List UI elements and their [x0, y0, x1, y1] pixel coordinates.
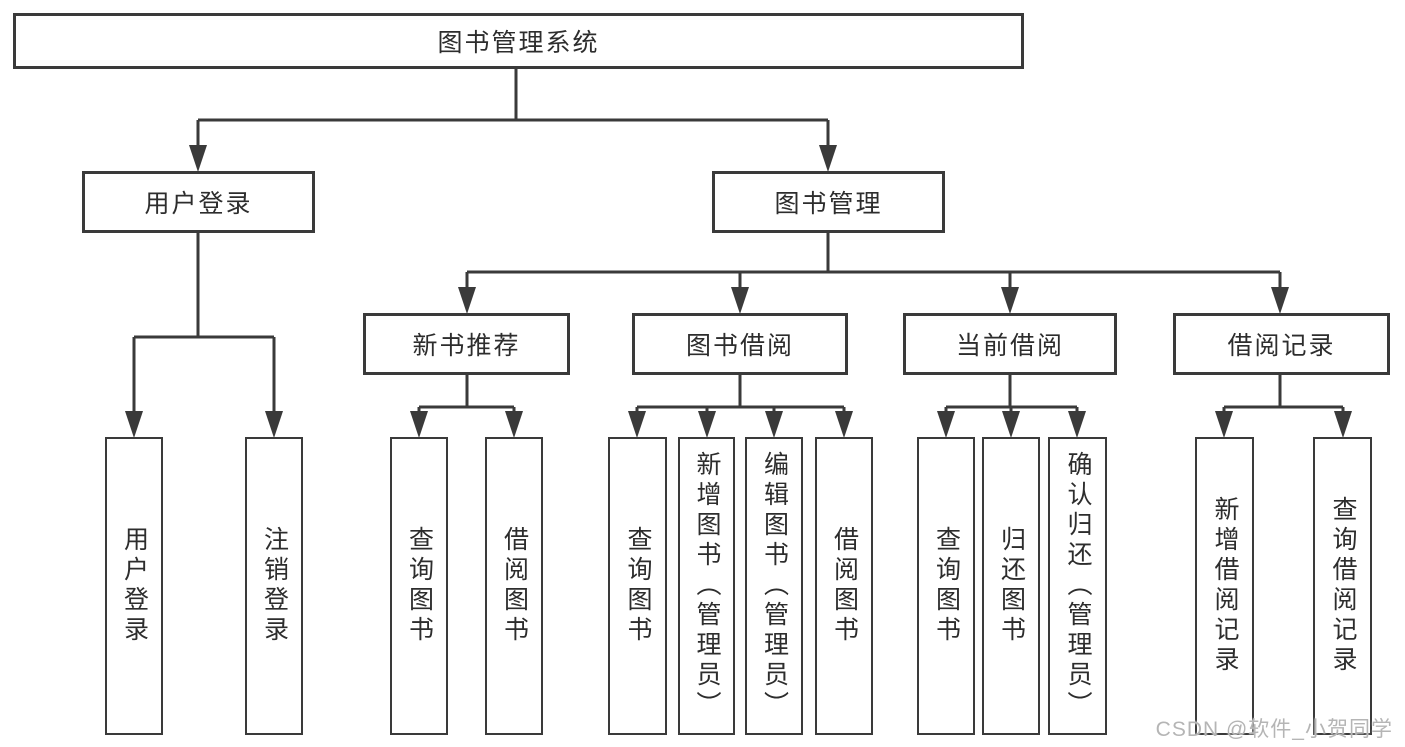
leaf-user-login-label: 用户登录: [120, 526, 149, 646]
leaf-borrow-books-recommend-label: 借阅图书: [500, 526, 529, 646]
node-borrow-records: 借阅记录: [1173, 313, 1390, 375]
csdn-watermark: CSDN @软件_小贺同学: [1155, 718, 1393, 741]
leaf-add-book-admin: 新增图书（管理员）: [678, 437, 735, 735]
leaf-query-books-current-label: 查询图书: [932, 526, 961, 646]
node-book-management-label: 图书管理: [774, 190, 883, 218]
leaf-add-borrow-record: 新增借阅记录: [1195, 437, 1254, 735]
leaf-borrow-books-recommend: 借阅图书: [485, 437, 543, 735]
node-current-borrow-label: 当前借阅: [955, 332, 1064, 360]
leaf-logout-label: 注销登录: [260, 526, 289, 646]
node-user-login: 用户登录: [82, 171, 315, 233]
leaf-borrow-books: 借阅图书: [815, 437, 873, 735]
leaf-edit-book-admin-label: 编辑图书（管理员）: [760, 451, 789, 721]
leaf-logout: 注销登录: [245, 437, 303, 735]
node-new-book-recommend-label: 新书推荐: [412, 332, 521, 360]
leaf-query-borrow-record-label: 查询借阅记录: [1329, 496, 1357, 676]
leaf-add-book-admin-label: 新增图书（管理员）: [693, 451, 721, 721]
leaf-edit-book-admin: 编辑图书（管理员）: [745, 437, 803, 735]
leaf-borrow-books-label: 借阅图书: [830, 526, 859, 646]
node-book-borrow-label: 图书借阅: [685, 332, 794, 360]
leaf-return-books-label: 归还图书: [997, 526, 1026, 646]
leaf-query-books-recommend: 查询图书: [390, 437, 448, 735]
leaf-query-books-current: 查询图书: [917, 437, 975, 735]
leaf-confirm-return-admin-label: 确认归还（管理员）: [1064, 451, 1092, 721]
node-book-management: 图书管理: [712, 171, 945, 233]
node-book-borrow: 图书借阅: [632, 313, 848, 375]
node-current-borrow: 当前借阅: [903, 313, 1117, 375]
leaf-user-login: 用户登录: [105, 437, 163, 735]
node-user-login-label: 用户登录: [144, 190, 253, 218]
leaf-add-borrow-record-label: 新增借阅记录: [1211, 496, 1239, 676]
leaf-query-borrow-record: 查询借阅记录: [1313, 437, 1372, 735]
leaf-query-books-borrow-label: 查询图书: [624, 526, 652, 646]
leaf-query-books-borrow: 查询图书: [608, 437, 667, 735]
node-borrow-records-label: 借阅记录: [1227, 332, 1336, 360]
node-root-label: 图书管理系统: [437, 29, 600, 57]
node-root: 图书管理系统: [13, 13, 1024, 69]
node-new-book-recommend: 新书推荐: [363, 313, 570, 375]
leaf-confirm-return-admin: 确认归还（管理员）: [1048, 437, 1107, 735]
leaf-return-books: 归还图书: [982, 437, 1040, 735]
leaf-query-books-recommend-label: 查询图书: [405, 526, 434, 646]
